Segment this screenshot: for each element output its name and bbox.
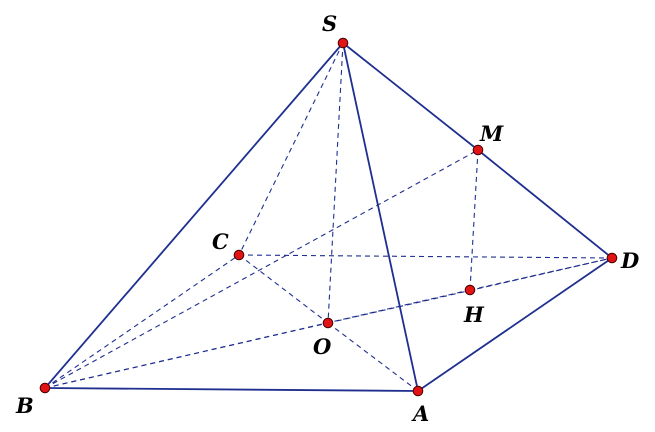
point-H	[464, 284, 476, 296]
segment-SO	[327, 42, 344, 324]
segment-MD	[477, 149, 613, 259]
segment-SB	[44, 42, 344, 389]
point-D	[606, 252, 618, 264]
segment-SA	[342, 42, 419, 392]
label-S: S	[322, 11, 337, 36]
label-A: A	[411, 401, 429, 426]
segment-OA	[327, 322, 419, 392]
segment-BA	[44, 387, 419, 392]
segment-CO	[238, 254, 329, 324]
label-M: M	[479, 121, 504, 146]
point-B	[39, 382, 51, 394]
segment-SM	[342, 42, 479, 151]
segment-MH	[469, 149, 479, 291]
vertex-labels: S M C D H O B A	[15, 11, 640, 426]
label-D: D	[620, 248, 640, 273]
visible-edges	[44, 42, 613, 392]
segment-BM	[44, 149, 479, 389]
point-M	[472, 144, 484, 156]
segment-CD	[238, 254, 613, 259]
label-O: O	[313, 334, 332, 359]
point-C	[233, 249, 245, 261]
point-A	[412, 385, 424, 397]
label-B: B	[15, 393, 34, 418]
label-C: C	[212, 229, 229, 254]
segment-SC	[238, 42, 344, 256]
point-S	[337, 37, 349, 49]
label-H: H	[463, 302, 485, 327]
segment-HD	[469, 257, 613, 291]
segment-AD	[417, 257, 613, 392]
segment-BC	[44, 254, 240, 389]
point-O	[322, 317, 334, 329]
vertices	[39, 37, 618, 397]
